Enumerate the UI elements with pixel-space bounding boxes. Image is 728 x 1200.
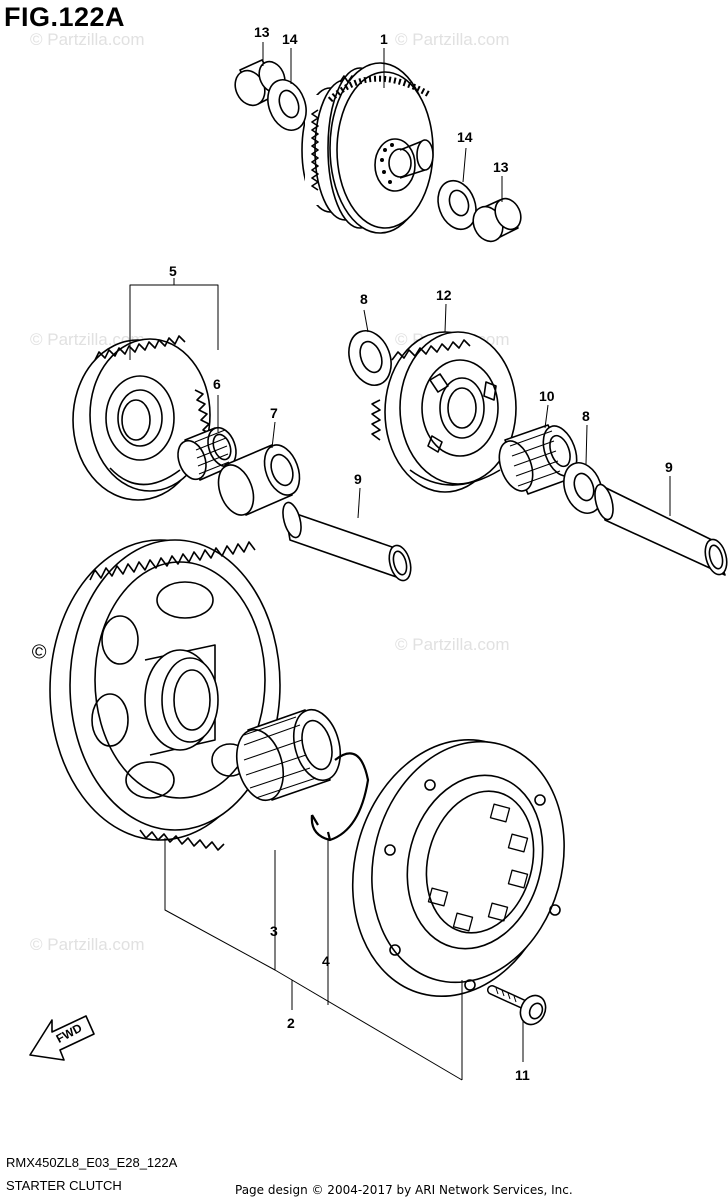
part-14-washer-right[interactable] — [432, 175, 483, 234]
part-11-bolt[interactable] — [487, 985, 550, 1029]
part-13-bushing-right[interactable] — [468, 194, 526, 246]
part-9-shaft-right[interactable] — [592, 483, 728, 577]
part-3-roller-bearing[interactable] — [229, 705, 347, 806]
callout-14: 14 — [457, 129, 473, 145]
figure-title: FIG.122A — [4, 2, 126, 32]
part-9-shaft-left[interactable] — [280, 501, 415, 583]
figure-name: STARTER CLUTCH — [6, 1178, 122, 1193]
part-13-bushing-left[interactable] — [230, 57, 290, 110]
watermark: © Partzilla.com — [30, 30, 145, 49]
part-4-circlip[interactable] — [310, 752, 370, 842]
callout-11: 11 — [515, 1067, 530, 1083]
part-2-one-way-clutch[interactable] — [325, 717, 591, 1020]
callout-1: 1 — [380, 31, 388, 47]
callout-6: 6 — [213, 376, 221, 392]
part-2-starter-driven-gear[interactable] — [49, 539, 281, 851]
part-12-gear[interactable] — [371, 331, 517, 493]
callout-9: 9 — [665, 459, 673, 475]
callout-12: 12 — [436, 287, 452, 303]
part-8-washer-upper[interactable] — [342, 325, 399, 391]
callout-7: 7 — [270, 405, 278, 421]
page-credit: Page design © 2004-2017 by ARI Network S… — [235, 1183, 573, 1197]
callout-8: 8 — [360, 291, 368, 307]
callout-13: 13 — [493, 159, 509, 175]
part-14-washer-left[interactable] — [261, 74, 313, 135]
callout-5: 5 — [169, 263, 177, 279]
callout-14: 14 — [282, 31, 298, 47]
watermark: © Partzilla.com — [395, 635, 510, 654]
callout-8: 8 — [582, 408, 590, 424]
part-6-needle-bearing[interactable] — [173, 424, 241, 483]
callout-10: 10 — [539, 388, 555, 404]
watermark: © Partzilla.com — [395, 30, 510, 49]
leader-lines — [129, 42, 671, 1081]
callout-9: 9 — [354, 471, 362, 487]
part-8-washer-lower[interactable] — [557, 457, 609, 518]
watermark: © Partzilla.com — [30, 935, 145, 954]
part-7-collar[interactable] — [212, 440, 306, 520]
part-1-clutch-assembly[interactable] — [301, 62, 434, 234]
callout-3: 3 — [270, 923, 278, 939]
callout-4: 4 — [322, 953, 330, 969]
fwd-arrow-icon — [29, 1015, 95, 1061]
callout-13: 13 — [254, 24, 270, 40]
part-5-idle-gear[interactable] — [72, 335, 216, 501]
callout-2: 2 — [287, 1015, 295, 1031]
model-code: RMX450ZL8_E03_E28_122A — [6, 1155, 178, 1170]
